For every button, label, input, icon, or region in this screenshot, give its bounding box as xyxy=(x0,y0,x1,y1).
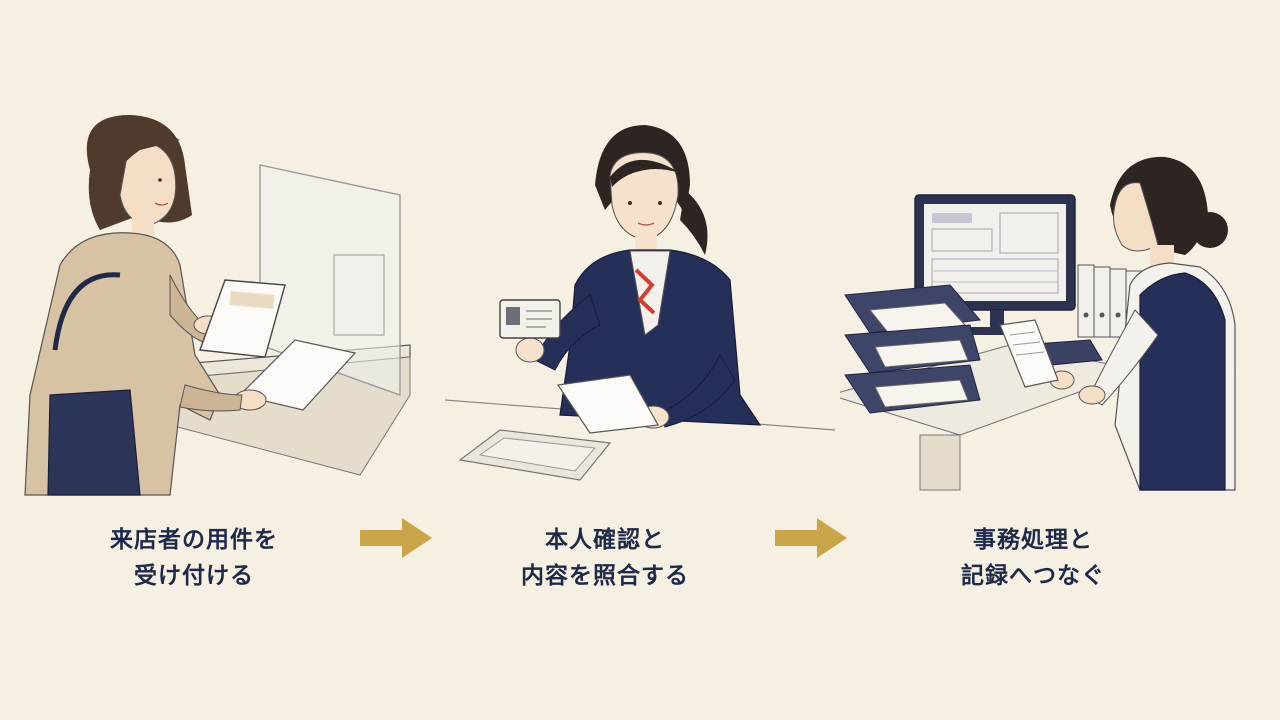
office-worker-person xyxy=(1049,156,1236,491)
paper-document xyxy=(999,319,1059,388)
step-3-caption: 事務処理と 記録へつなぐ xyxy=(883,522,1183,594)
clerk-person xyxy=(515,125,762,429)
scene-identity-check xyxy=(440,95,840,505)
paper-document xyxy=(238,339,357,411)
right-arrow-icon xyxy=(360,518,432,558)
paper-document xyxy=(556,374,659,434)
document-tray-icon xyxy=(844,284,981,414)
document-tray-icon xyxy=(458,429,612,481)
step-2-line-1: 本人確認と xyxy=(545,527,665,553)
right-arrow-icon xyxy=(775,518,847,558)
id-card-icon xyxy=(199,279,286,358)
scene-reception xyxy=(20,95,420,505)
tote-bag-icon xyxy=(47,272,141,496)
scene-office-processing xyxy=(840,95,1240,505)
step-2-caption: 本人確認と 内容を照合する xyxy=(455,522,755,594)
step-3-line-1: 事務処理と xyxy=(973,527,1093,553)
step-3-line-2: 記録へつなぐ xyxy=(961,563,1105,589)
glass-partition xyxy=(259,164,401,396)
step-1-line-1: 来店者の用件を xyxy=(110,527,278,553)
step-1-caption: 来店者の用件を 受け付ける xyxy=(44,522,344,594)
step-2-line-2: 内容を照合する xyxy=(521,563,689,589)
step-1-line-2: 受け付ける xyxy=(134,563,254,589)
id-card-icon xyxy=(499,299,561,339)
